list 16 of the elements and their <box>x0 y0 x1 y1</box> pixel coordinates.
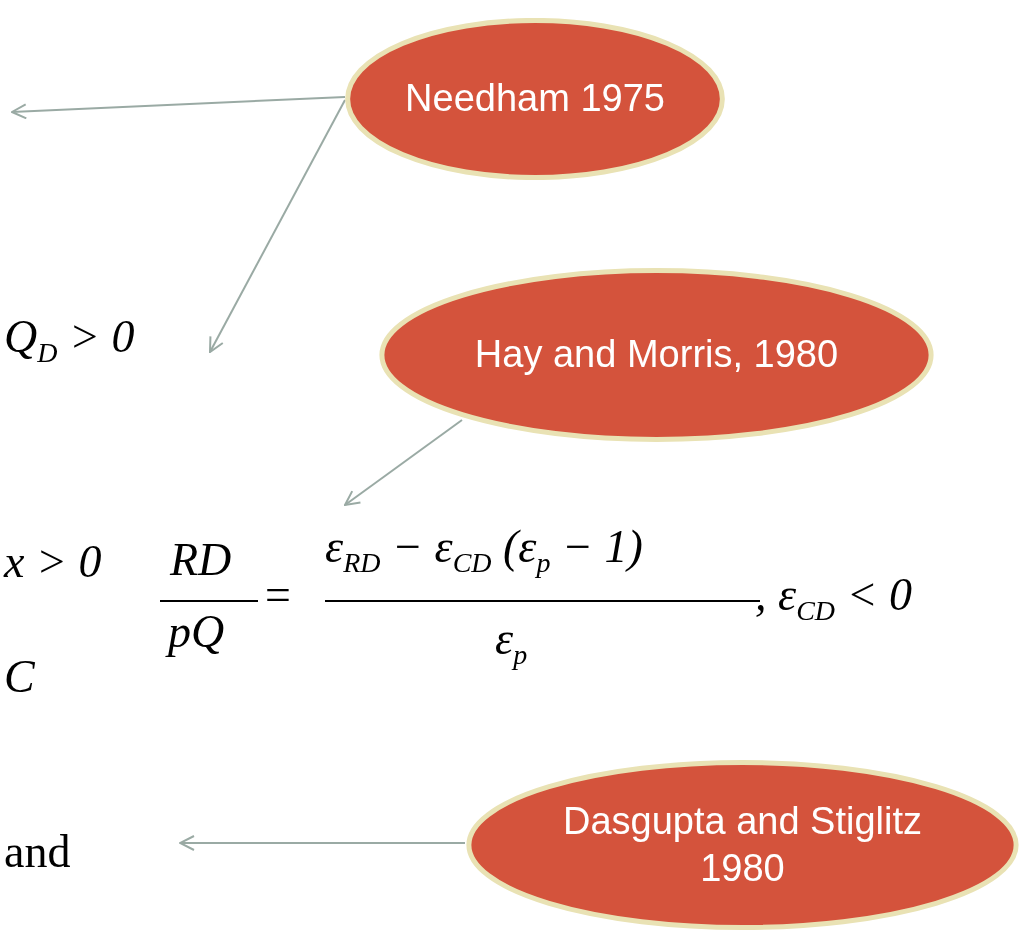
numerator: ε$_{RD}$ − ε$_{CD}$ (ε$_{p}$ − 1) <box>325 520 643 580</box>
inequality: Q$_{D}$ > 0 <box>4 310 135 370</box>
arrow <box>344 419 463 506</box>
inequality: x > 0 <box>4 535 102 588</box>
arrow <box>179 835 466 851</box>
arrow <box>11 96 346 120</box>
numerator: RD <box>170 533 232 586</box>
variable: C <box>4 650 35 703</box>
word: and <box>4 825 71 878</box>
oval-node: Dasgupta and Stiglitz 1980 <box>465 760 1020 930</box>
inequality: , ε$_{CD}$ < 0 <box>755 568 913 628</box>
oval-node: Hay and Morris, 1980 <box>378 268 935 442</box>
oval-node: Needham 1975 <box>345 18 725 180</box>
equals-sign: = <box>262 568 294 621</box>
denominator: ε$_{p}$ <box>495 612 528 672</box>
arrow <box>209 99 346 353</box>
